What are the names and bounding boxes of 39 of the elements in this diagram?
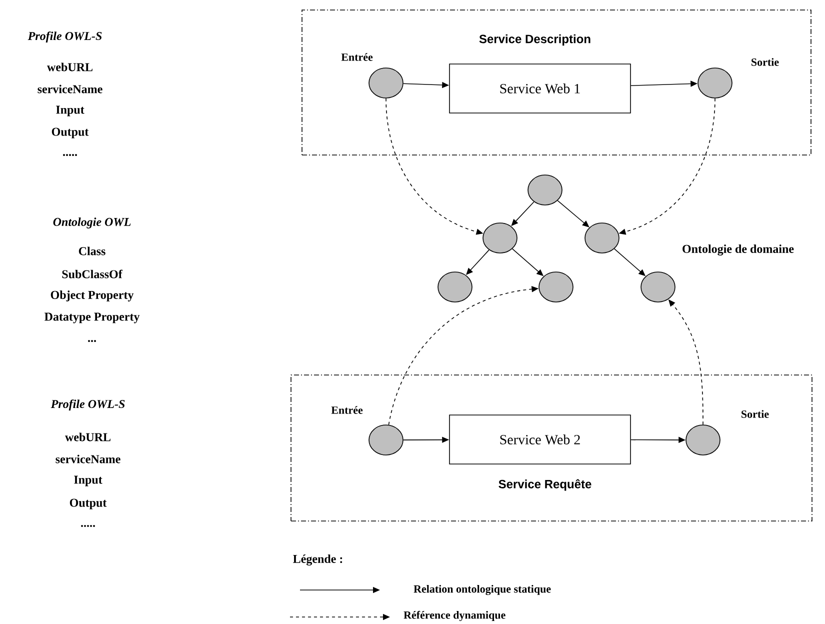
heading: Profile OWL-S xyxy=(28,32,102,42)
label: Input xyxy=(56,106,84,116)
label: Object Property xyxy=(50,290,134,302)
label: Datatype Property xyxy=(44,312,140,324)
label: ... xyxy=(88,340,96,342)
label: Class xyxy=(78,246,106,256)
label: serviceName xyxy=(38,84,102,94)
circle xyxy=(482,222,518,254)
arrow xyxy=(557,200,590,228)
port-label: Entrée xyxy=(331,406,363,414)
label: serviceName xyxy=(56,454,120,464)
label: SubClassOf xyxy=(62,270,122,278)
service-box: Service Web 2 xyxy=(449,414,631,464)
legend-text: Relation ontologique statique xyxy=(414,584,551,596)
circle xyxy=(368,424,404,456)
circle xyxy=(538,272,574,302)
service-box: Service Web 1 xyxy=(449,64,631,114)
port-label: Sortie xyxy=(752,58,779,66)
circle xyxy=(686,424,720,456)
label: webURL xyxy=(65,432,110,442)
port-label: Entrée xyxy=(341,53,373,61)
label: webURL xyxy=(47,62,92,72)
circle xyxy=(584,222,620,254)
label: ..... xyxy=(63,154,77,156)
legend-text: Référence dynamique xyxy=(404,610,506,622)
circle xyxy=(698,68,732,98)
circle xyxy=(368,68,404,98)
heading: Ontologie OWL xyxy=(53,218,131,228)
label: Output xyxy=(70,498,107,510)
label: ..... xyxy=(81,525,95,527)
circle xyxy=(528,174,562,206)
label: Ontologie de domaine xyxy=(682,244,794,256)
label: Légende : xyxy=(293,554,342,566)
circle xyxy=(640,272,676,302)
circle xyxy=(438,272,472,302)
label: Input xyxy=(74,476,102,486)
label: Output xyxy=(52,128,89,138)
port-label: Sortie xyxy=(742,410,769,418)
heading: Profile OWL-S xyxy=(50,400,125,410)
